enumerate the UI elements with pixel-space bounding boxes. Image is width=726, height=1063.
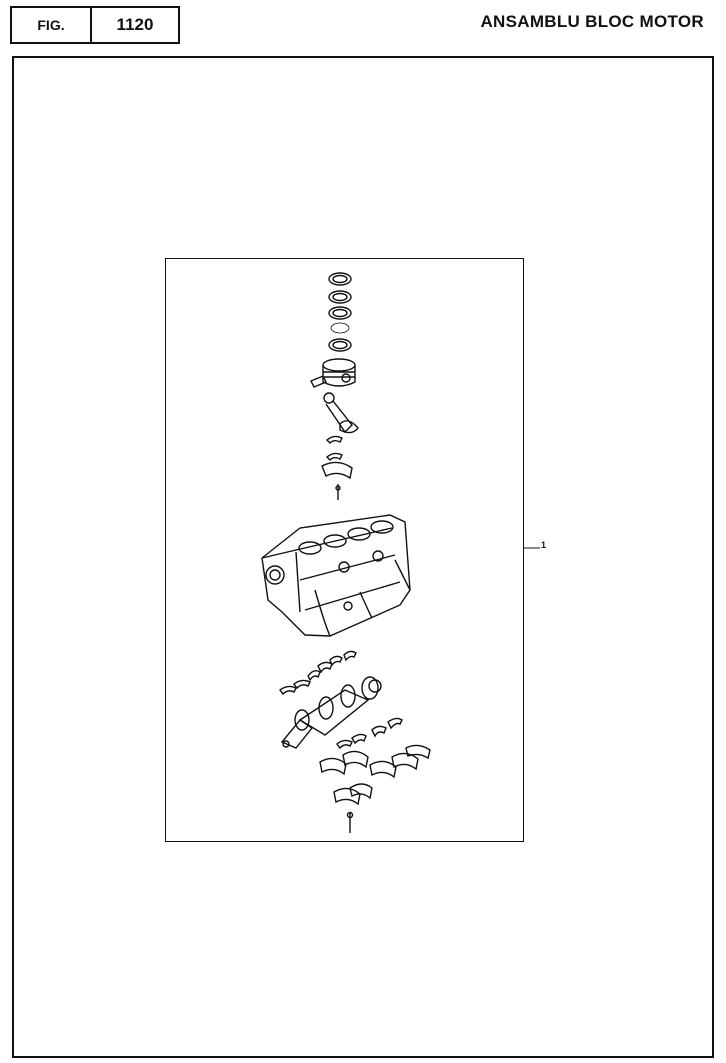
lower-main-bearings <box>336 717 403 750</box>
engine-block <box>261 514 411 637</box>
piston-rings <box>328 272 352 352</box>
figure-id-box: FIG. 1120 <box>10 6 180 44</box>
main-bearing-caps <box>319 744 431 806</box>
piston <box>310 358 356 388</box>
cap-bolt <box>346 811 354 833</box>
drawing-frame <box>12 56 714 1058</box>
figure-label: FIG. <box>12 8 92 42</box>
callout-number: 1 <box>541 540 547 550</box>
connecting-rod <box>323 392 359 434</box>
rod-bearings <box>321 435 353 500</box>
upper-main-bearings <box>279 650 357 696</box>
page-title: ANSAMBLU BLOC MOTOR <box>480 12 704 31</box>
figure-number: 1120 <box>116 15 154 34</box>
crankshaft <box>280 676 382 749</box>
